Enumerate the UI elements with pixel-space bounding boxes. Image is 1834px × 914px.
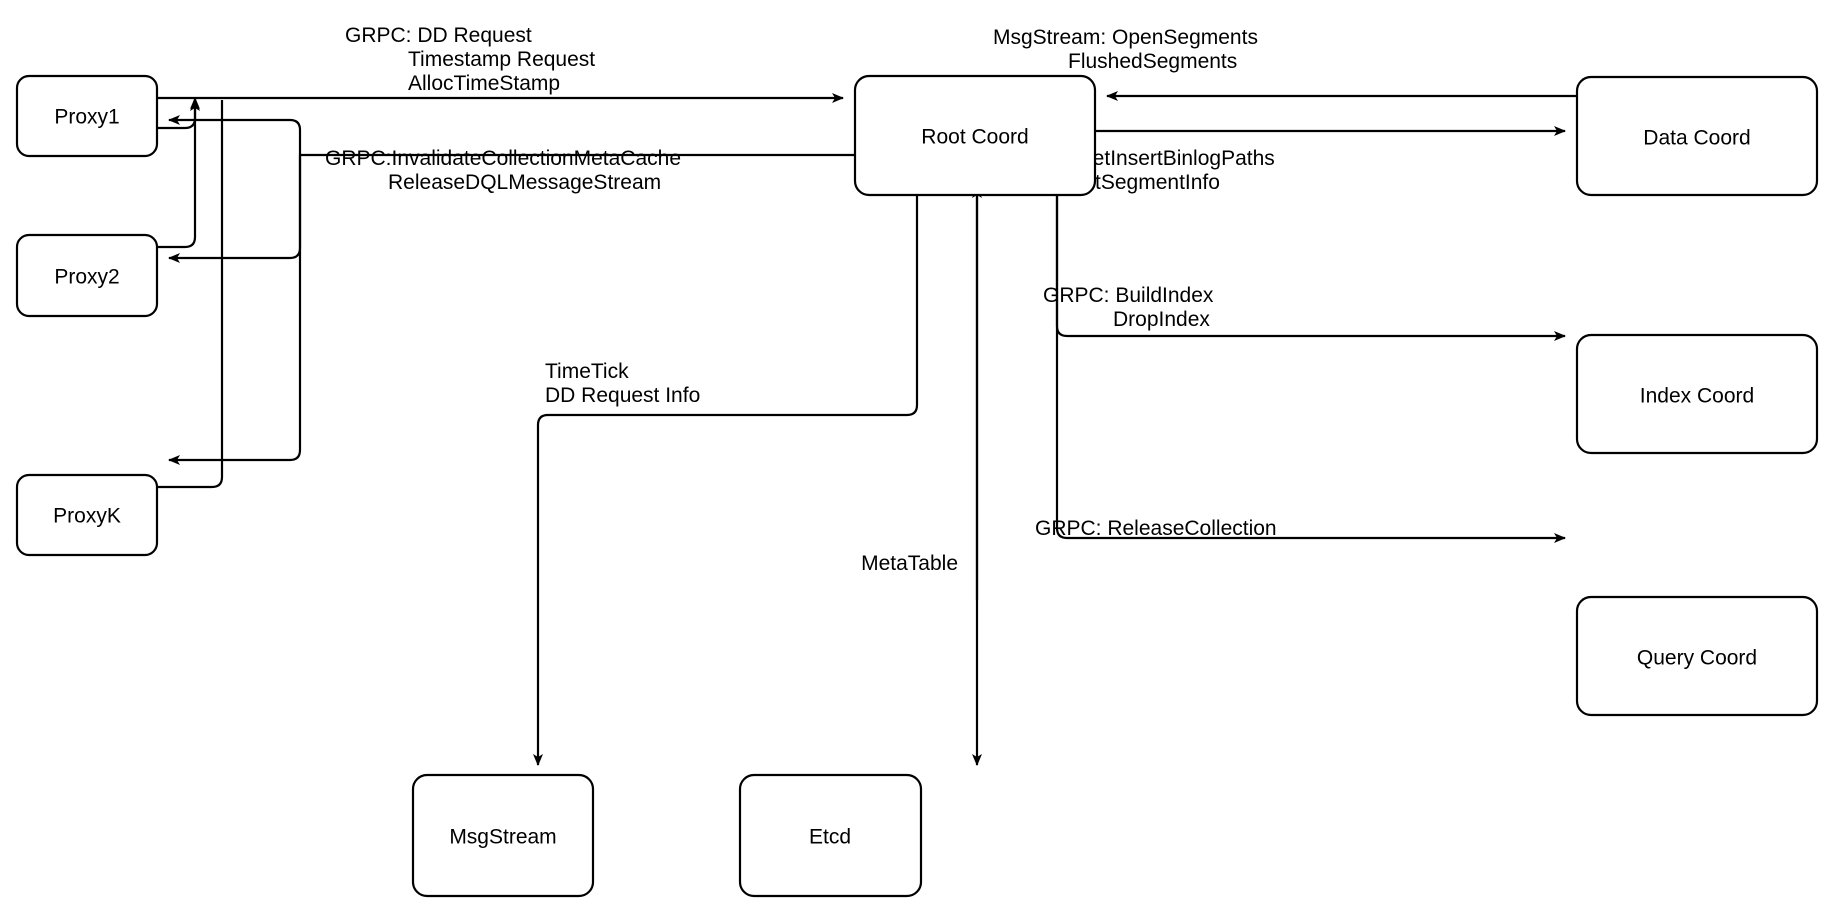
node-label-etcd: Etcd bbox=[809, 826, 851, 849]
edge-rootcoord-to-indexcoord: GRPC: BuildIndex DropIndex bbox=[1043, 195, 1566, 341]
node-indexcoord[interactable]: Index Coord bbox=[1575, 333, 1819, 455]
edge-datacoord-to-rootcoord: MsgStream: OpenSegments FlushedSegments bbox=[993, 26, 1577, 101]
edge-label-timetick: TimeTick bbox=[545, 360, 629, 383]
node-rect-indexcoord[interactable] bbox=[1575, 333, 1819, 455]
edge-rootcoord-to-msgstream: TimeTick DD Request Info bbox=[533, 195, 919, 766]
edge-proxy1-up bbox=[157, 97, 200, 130]
node-proxyk[interactable]: ProxyK bbox=[15, 473, 159, 557]
edge-label-release-collection: GRPC: ReleaseCollection bbox=[1035, 517, 1277, 540]
node-rootcoord[interactable]: Root Coord bbox=[853, 74, 1097, 197]
edge-label-get-segment-info: GetSegmentInfo bbox=[1067, 171, 1220, 194]
edge-rootcoord-to-etcd: MetaTable bbox=[861, 185, 982, 766]
edge-label-invalidate-cache: GRPC:InvalidateCollectionMetaCache bbox=[325, 147, 681, 170]
edge-proxy-to-rootcoord: GRPC: DD Request Timestamp Request Alloc… bbox=[157, 24, 844, 103]
edge-label-msgstream-opensegments: MsgStream: OpenSegments bbox=[993, 26, 1258, 49]
edge-proxies-upward-channel bbox=[157, 97, 224, 489]
node-label-indexcoord: Index Coord bbox=[1640, 385, 1754, 408]
node-datacoord[interactable]: Data Coord bbox=[1575, 75, 1819, 197]
edge-label-dd-request-info: DD Request Info bbox=[545, 384, 700, 407]
node-label-datacoord: Data Coord bbox=[1643, 127, 1750, 150]
edge-label-metatable: MetaTable bbox=[861, 552, 958, 575]
edge-branch-to-proxy1 bbox=[168, 115, 302, 155]
edge-line-rootcoord-to-querycoord bbox=[1055, 195, 1566, 543]
node-rect-rootcoord[interactable] bbox=[853, 74, 1097, 197]
edge-branch-to-proxy2 bbox=[168, 155, 302, 263]
edge-label-grpc-dd-request: GRPC: DD Request bbox=[345, 24, 532, 47]
node-rect-datacoord[interactable] bbox=[1575, 75, 1819, 197]
edge-rootcoord-to-proxies: GRPC:InvalidateCollectionMetaCache Relea… bbox=[168, 115, 855, 465]
edge-label-build-index: GRPC: BuildIndex bbox=[1043, 284, 1214, 307]
edge-proxy2-up bbox=[157, 99, 200, 249]
node-label-proxy1: Proxy1 bbox=[54, 106, 119, 129]
edge-label-timestamp-request: Timestamp Request bbox=[408, 48, 595, 71]
edge-label-release-dql: ReleaseDQLMessageStream bbox=[388, 171, 661, 194]
edge-label-drop-index: DropIndex bbox=[1113, 308, 1210, 331]
edge-rootcoord-to-querycoord: GRPC: ReleaseCollection bbox=[1035, 195, 1566, 543]
edge-branch-to-proxyk bbox=[168, 155, 302, 465]
node-rect-proxy1[interactable] bbox=[15, 74, 159, 158]
node-etcd[interactable]: Etcd bbox=[738, 773, 923, 898]
node-proxy2[interactable]: Proxy2 bbox=[15, 233, 159, 318]
edge-label-alloc-timestamp: AllocTimeStamp bbox=[408, 72, 560, 95]
node-rect-etcd[interactable] bbox=[738, 773, 923, 898]
node-rect-msgstream[interactable] bbox=[411, 773, 595, 898]
node-querycoord[interactable]: Query Coord bbox=[1575, 595, 1819, 717]
edge-proxyk-up bbox=[157, 100, 224, 489]
node-msgstream[interactable]: MsgStream bbox=[411, 773, 595, 898]
node-label-msgstream: MsgStream bbox=[449, 826, 556, 849]
node-proxy1[interactable]: Proxy1 bbox=[15, 74, 159, 158]
edge-line-rootcoord-to-msgstream bbox=[533, 195, 919, 766]
node-label-proxy2: Proxy2 bbox=[54, 266, 119, 289]
node-label-rootcoord: Root Coord bbox=[921, 126, 1028, 149]
node-label-proxyk: ProxyK bbox=[53, 505, 121, 528]
node-label-querycoord: Query Coord bbox=[1637, 647, 1757, 670]
edge-label-flushed-segments: FlushedSegments bbox=[1068, 50, 1237, 73]
node-rect-querycoord[interactable] bbox=[1575, 595, 1819, 717]
node-rect-proxyk[interactable] bbox=[15, 473, 159, 557]
node-rect-proxy2[interactable] bbox=[15, 233, 159, 318]
